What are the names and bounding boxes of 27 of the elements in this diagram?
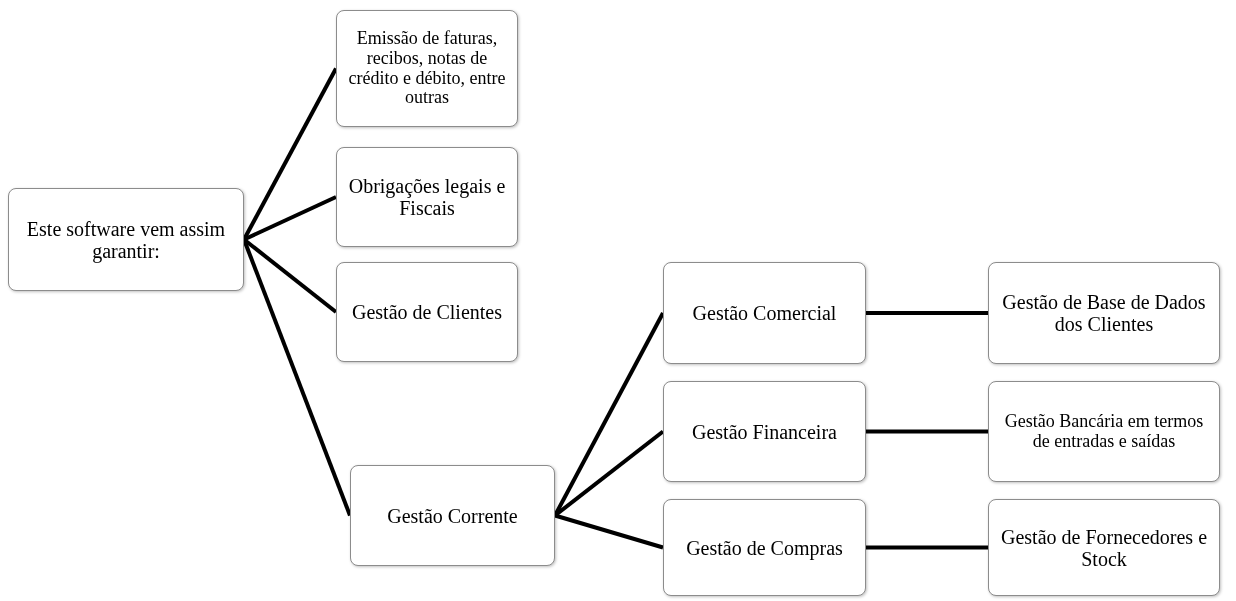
process-box [663,262,866,364]
connector-line [243,195,337,242]
connector-line [866,545,988,550]
node-label: Este software vem assim garantir: [25,217,227,262]
connector-line [866,429,988,434]
process-box [663,499,866,596]
node-label: Gestão Financeira [692,420,837,443]
node-label: Gestão Bancária em termos de entradas e saídas [1003,411,1205,452]
node-label: Obrigações legais e Fiscais [347,175,507,219]
node-label: Gestão de Fornecedores e Stock [1000,525,1208,570]
node-label: Gestão Corrente [387,504,518,527]
process-box [336,147,518,247]
process-box [988,381,1220,482]
node-label: Gestão de Compras [686,536,843,559]
process-box [988,262,1220,364]
process-box [336,262,518,362]
node-label: Gestão Comercial [692,302,837,324]
node-label: Emissão de faturas, recibos, notas de crédito e débito, entre outras [347,28,507,109]
process-box [350,465,555,566]
process-box [988,499,1220,596]
process-box [336,10,518,127]
process-box [8,188,244,291]
process-box [663,381,866,482]
node-label: Gestão de Clientes [352,301,502,323]
connector-line [554,513,664,550]
connector-line [866,311,988,315]
node-label: Gestão de Base de Dados dos Clientes [1001,291,1207,335]
